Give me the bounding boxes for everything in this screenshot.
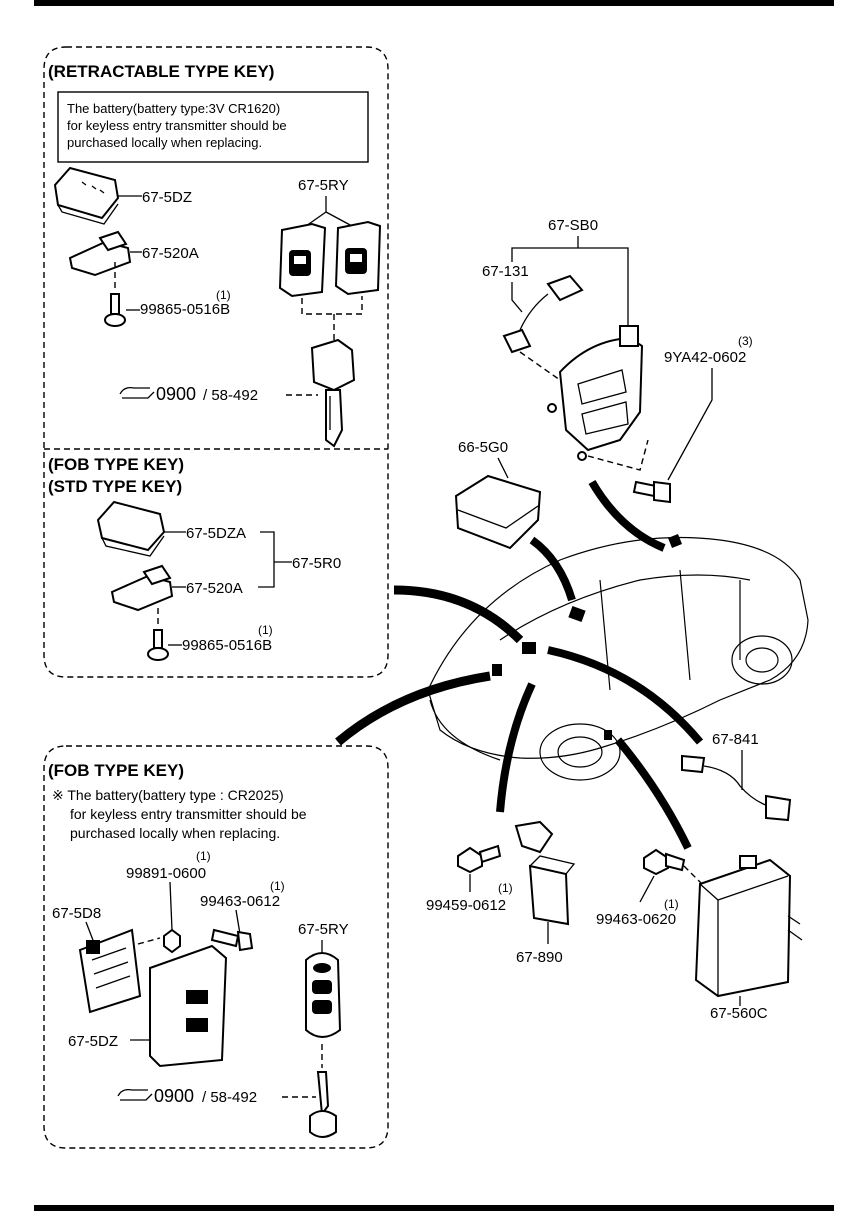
callout-arc-5g0 bbox=[529, 536, 576, 602]
label-67-890: 67-890 bbox=[516, 949, 563, 966]
qty-99463-a: (1) bbox=[270, 879, 285, 893]
label-67-5ry-b: 67-5RY bbox=[298, 921, 349, 938]
part-99865-screw-a bbox=[104, 293, 126, 327]
label-9ya42-0602: 9YA42-0602 bbox=[664, 349, 746, 366]
label-99463-0620: 99463-0620 bbox=[596, 911, 676, 928]
label-67-5r0: 67-5R0 bbox=[292, 555, 341, 572]
label-67-131: 67-131 bbox=[482, 263, 529, 280]
part-67-841-harness bbox=[681, 754, 792, 822]
fob-note-line-1: ※ The battery(battery type : CR2025) bbox=[52, 787, 284, 803]
label-99865-0516b-b: 99865-0516B bbox=[182, 637, 272, 654]
reference-arrow-icon-b bbox=[117, 1088, 153, 1101]
label-67-841: 67-841 bbox=[712, 731, 759, 748]
retractable-note-line-1: The battery(battery type:3V CR1620) bbox=[67, 101, 280, 116]
part-key-blade-b bbox=[309, 1071, 337, 1138]
callout-arc-keys bbox=[393, 585, 524, 644]
callout-arc-890 bbox=[496, 682, 536, 813]
part-9ya42-bolt bbox=[632, 480, 671, 504]
part-67-sb0-bracket bbox=[547, 325, 644, 461]
retractable-note-line-3: purchased locally when replacing. bbox=[67, 135, 262, 150]
callout-arc-fob bbox=[335, 671, 491, 746]
label-67-5dz-a: 67-5DZ bbox=[142, 189, 192, 206]
part-99463-bolt-b bbox=[643, 848, 686, 876]
ref-0900-b: 0900 bbox=[154, 1086, 194, 1106]
callout-arc-560c bbox=[614, 737, 692, 850]
part-67-560c-module bbox=[694, 855, 803, 998]
top-rule bbox=[34, 0, 834, 6]
fob-std-title-2: (STD TYPE KEY) bbox=[48, 477, 182, 496]
part-67-890-module bbox=[514, 820, 576, 926]
retractable-note-line-2: for keyless entry transmitter should be bbox=[67, 118, 287, 133]
part-67-131-harness bbox=[502, 274, 584, 354]
qty-99865-a: (1) bbox=[216, 288, 231, 302]
part-99459-bolt bbox=[457, 844, 502, 874]
part-99463-bolt-a bbox=[210, 928, 254, 952]
retractable-note-box bbox=[57, 91, 369, 163]
fob-note-line-2: for keyless entry transmitter should be bbox=[70, 806, 307, 822]
fob-title: (FOB TYPE KEY) bbox=[48, 761, 184, 780]
ref-58-492-b: / 58-492 bbox=[202, 1089, 257, 1106]
part-67-5dz-image bbox=[53, 166, 120, 225]
fob-note-line-3: purchased locally when replacing. bbox=[70, 825, 280, 841]
callout-arc-841 bbox=[547, 646, 704, 745]
label-67-520a-a: 67-520A bbox=[142, 245, 199, 262]
reference-arrow-icon-a bbox=[119, 386, 155, 399]
label-99459-0612: 99459-0612 bbox=[426, 897, 506, 914]
label-67-5d8: 67-5D8 bbox=[52, 905, 101, 922]
label-67-5ry-a: 67-5RY bbox=[298, 177, 349, 194]
qty-99463-b: (1) bbox=[664, 897, 679, 911]
part-key-blade-a bbox=[310, 338, 356, 448]
ref-58-492-a: / 58-492 bbox=[203, 387, 258, 404]
part-67-5ry-fob-b bbox=[305, 952, 342, 1038]
label-67-sb0: 67-SB0 bbox=[548, 217, 598, 234]
part-99891-nut bbox=[163, 928, 181, 954]
callout-arc-5b0 bbox=[588, 479, 666, 552]
part-67-5dza-image bbox=[96, 500, 166, 557]
qty-99891: (1) bbox=[196, 849, 211, 863]
qty-99865-b: (1) bbox=[258, 623, 273, 637]
part-67-520a-image bbox=[68, 230, 132, 277]
part-67-5dz-cover bbox=[149, 944, 228, 1068]
fob-std-title-1: (FOB TYPE KEY) bbox=[48, 455, 184, 474]
part-67-520a-image-b bbox=[110, 564, 174, 612]
qty-9ya42: (3) bbox=[738, 334, 753, 348]
part-99865-screw-b bbox=[147, 629, 169, 661]
part-67-5d8-board bbox=[78, 928, 142, 1014]
qty-99459: (1) bbox=[498, 881, 513, 895]
retractable-title: (RETRACTABLE TYPE KEY) bbox=[48, 62, 274, 81]
bottom-rule bbox=[34, 1205, 834, 1211]
label-67-560c: 67-560C bbox=[710, 1005, 768, 1022]
label-67-5dz-b: 67-5DZ bbox=[68, 1033, 118, 1050]
label-99463-0612: 99463-0612 bbox=[200, 893, 280, 910]
part-66-5g0-module bbox=[454, 474, 542, 550]
label-67-5dza: 67-5DZA bbox=[186, 525, 246, 542]
label-99865-0516b-a: 99865-0516B bbox=[140, 301, 230, 318]
label-99891-0600: 99891-0600 bbox=[126, 865, 206, 882]
bottom-left-box bbox=[43, 745, 389, 1149]
label-67-520a-b: 67-520A bbox=[186, 580, 243, 597]
ref-0900-a: 0900 bbox=[156, 384, 196, 404]
part-67-5ry-remotes-a bbox=[278, 220, 382, 298]
top-left-box bbox=[43, 46, 389, 678]
label-66-5g0: 66-5G0 bbox=[458, 439, 508, 456]
